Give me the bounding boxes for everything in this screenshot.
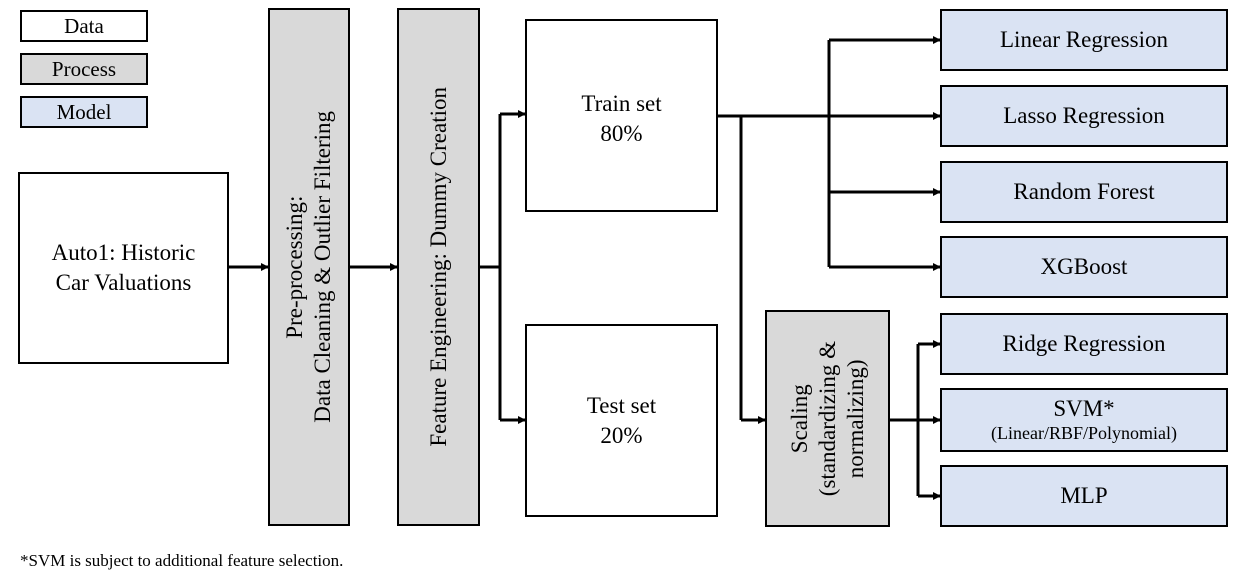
scaling-line1: Scaling <box>786 384 812 453</box>
scaling-label: Scaling (standardizing & normalizing) <box>786 341 870 496</box>
model-ridge-regression: Ridge Regression <box>940 313 1228 375</box>
scaling-line2: (standardizing & <box>814 340 840 497</box>
model-lasso-regression: Lasso Regression <box>940 85 1228 147</box>
scaling-line3: normalizing) <box>842 359 868 478</box>
model-linear-label: Linear Regression <box>1000 27 1168 52</box>
legend-process-label: Process <box>51 56 117 81</box>
model-random-forest: Random Forest <box>940 161 1228 223</box>
source-line2: Car Valuations <box>55 270 192 295</box>
train-set-box: Train set 80% <box>525 19 718 212</box>
source-data-box: Auto1: Historic Car Valuations <box>18 172 229 364</box>
legend-data: Data <box>20 10 148 42</box>
model-svm-label: SVM* <box>1053 396 1115 421</box>
test-set-box: Test set 20% <box>525 324 718 517</box>
legend-model-label: Model <box>56 99 112 124</box>
model-mlp: MLP <box>940 465 1228 527</box>
scaling-box: Scaling (standardizing & normalizing) <box>765 310 890 527</box>
model-rf-label: Random Forest <box>1013 179 1155 204</box>
feature-engineering-label: Feature Engineering: Dummy Creation <box>425 87 453 447</box>
train-set-pct: 80% <box>600 121 643 146</box>
legend-data-label: Data <box>64 13 104 38</box>
footnote: *SVM is subject to additional feature se… <box>20 551 344 570</box>
model-xgboost: XGBoost <box>940 236 1228 298</box>
preprocessing-box: Pre-processing: Data Cleaning & Outlier … <box>268 8 350 526</box>
test-set-pct: 20% <box>600 422 643 448</box>
feature-engineering-box: Feature Engineering: Dummy Creation <box>397 8 480 526</box>
model-mlp-label: MLP <box>1060 483 1108 508</box>
source-line1: Auto1: Historic <box>51 240 196 265</box>
model-svm: SVM* (Linear/RBF/Polynomial) <box>940 388 1228 452</box>
model-linear-regression: Linear Regression <box>940 9 1228 71</box>
legend-process: Process <box>20 53 148 85</box>
test-set-name: Test set <box>586 392 657 418</box>
legend-model: Model <box>20 96 148 128</box>
model-lasso-label: Lasso Regression <box>1003 103 1165 128</box>
preprocessing-line2: Data Cleaning & Outlier Filtering <box>310 111 335 423</box>
model-ridge-label: Ridge Regression <box>1002 331 1166 356</box>
model-xgb-label: XGBoost <box>1040 254 1128 279</box>
preprocessing-label: Pre-processing: Data Cleaning & Outlier … <box>281 111 337 423</box>
feature-engineering-text: Feature Engineering: Dummy Creation <box>425 87 451 447</box>
preprocessing-line1: Pre-processing: <box>282 195 307 339</box>
model-svm-sublabel: (Linear/RBF/Polynomial) <box>991 423 1177 443</box>
train-set-name: Train set <box>581 91 662 116</box>
